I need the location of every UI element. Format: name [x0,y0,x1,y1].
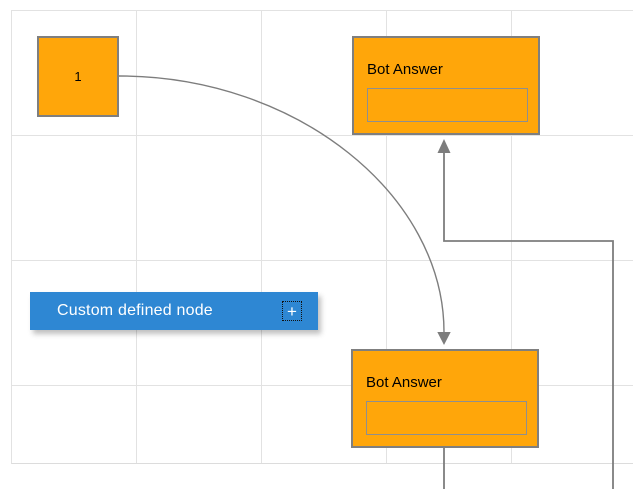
node-start-label: 1 [74,69,82,84]
node-title: Bot Answer [367,61,443,78]
arrowhead-up-icon [437,139,451,153]
custom-node-label: Custom defined node [57,302,213,319]
add-node-button[interactable]: + [282,301,302,321]
node-bot-answer-top[interactable]: Bot Answer [352,36,540,135]
node-text-field[interactable] [366,401,527,435]
node-custom-defined[interactable]: Custom defined node + [30,292,318,330]
arrowhead-down-icon [437,332,451,345]
node-title: Bot Answer [366,374,442,391]
node-bot-answer-bottom[interactable]: Bot Answer [351,349,539,448]
plus-icon: + [287,301,297,321]
connector-curve[interactable] [118,75,445,333]
connector-orthogonal[interactable] [443,152,614,489]
node-text-field[interactable] [367,88,528,122]
node-start[interactable]: 1 [37,36,119,117]
